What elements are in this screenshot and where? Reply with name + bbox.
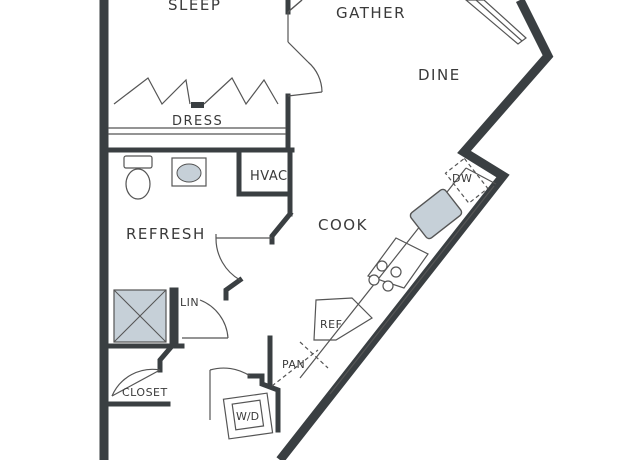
closet-door xyxy=(111,369,161,397)
refresh-east-wall xyxy=(269,210,294,245)
lin-wall xyxy=(173,287,185,349)
window-pane xyxy=(475,0,523,42)
window-frame xyxy=(465,0,527,45)
dress-divider xyxy=(191,102,204,108)
closet-door-swing xyxy=(111,368,161,397)
label-cook: COOK xyxy=(318,216,368,234)
kitchen-sink-icon xyxy=(409,188,463,240)
label-gather: GATHER xyxy=(336,4,406,22)
gather-door xyxy=(287,41,309,63)
exterior-walls xyxy=(99,0,554,460)
kitchen-counter-outer xyxy=(465,167,497,185)
label-refresh: REFRESH xyxy=(126,225,206,243)
label-sleep: SLEEP xyxy=(168,0,221,14)
refresh-door-swing xyxy=(215,234,241,281)
room-labels: SLEEP GATHER DINE DRESS HVAC REFRESH COO… xyxy=(122,0,472,423)
label-dw: DW xyxy=(452,172,472,185)
pantry-dash-2 xyxy=(299,341,329,369)
gather-door-swing xyxy=(307,61,323,93)
fixtures xyxy=(113,155,463,440)
pantry-dash xyxy=(271,349,319,387)
label-pan: PAN xyxy=(282,358,305,371)
label-dine: DINE xyxy=(418,66,461,84)
gather-door-swing-top xyxy=(287,0,303,13)
refrigerator-outline xyxy=(313,297,373,341)
dishwasher-outline xyxy=(444,157,489,204)
lin-door-swing xyxy=(199,299,229,339)
refresh-south-wall xyxy=(223,276,244,301)
shower-icon xyxy=(113,289,167,343)
sleep-door-bottom xyxy=(287,91,323,97)
dress-bifold-left xyxy=(113,77,191,105)
label-closet: CLOSET xyxy=(122,386,168,399)
laundry-wall xyxy=(247,373,281,433)
washer-dryer-icon xyxy=(222,392,274,440)
label-dress: DRESS xyxy=(172,114,223,129)
interior-walls xyxy=(101,0,295,433)
window xyxy=(465,0,527,45)
toilet-icon xyxy=(123,155,153,200)
kitchen-counter-back xyxy=(329,185,495,395)
bath-sink-icon xyxy=(171,157,207,187)
label-hvac: HVAC xyxy=(250,169,288,184)
wd-door-swing xyxy=(209,367,251,377)
stove-icon xyxy=(368,260,402,292)
label-wd: W/D xyxy=(236,410,259,423)
hvac-enclosure xyxy=(236,147,293,197)
closet-wall xyxy=(157,342,176,373)
east-diagonal-wall xyxy=(276,0,554,460)
label-ref: REF xyxy=(320,318,342,331)
label-lin: LIN xyxy=(180,296,199,309)
dress-bifold-right xyxy=(203,77,279,106)
